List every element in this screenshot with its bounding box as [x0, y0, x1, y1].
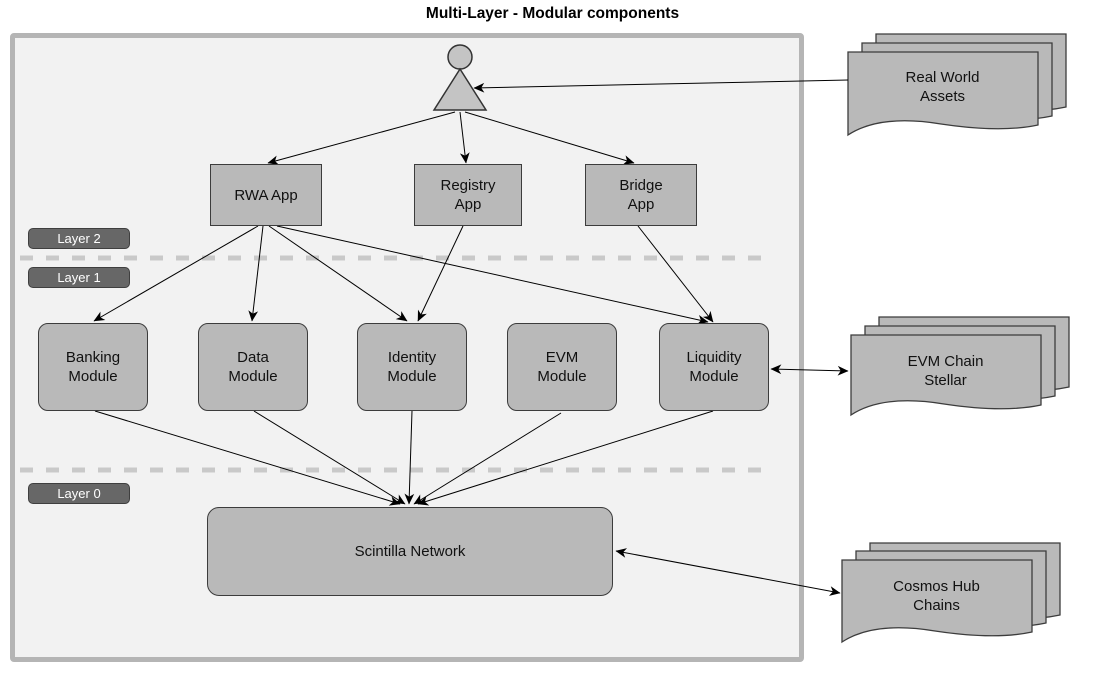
document-stack-evm-chain-stellar	[850, 316, 1070, 417]
edge-assets-actor	[473, 79, 849, 93]
edge-rwa-data	[248, 225, 264, 322]
layer-0-label: Layer 0	[57, 486, 101, 501]
node-scintilla-network: Scintilla Network	[207, 507, 613, 596]
document-stack-real-world-assets	[847, 33, 1067, 137]
node-label: RWA App	[234, 186, 298, 204]
node-liquidity-module: Liquidity Module	[659, 323, 769, 411]
edge-group	[93, 79, 849, 596]
node-label: Liquidity Module	[686, 349, 742, 385]
layer-2-badge: Layer 2	[28, 228, 130, 249]
edge-actor-bridge-app	[464, 111, 635, 165]
edge-liquidity-network	[417, 410, 714, 506]
node-evm-module: EVM Module	[507, 323, 617, 411]
node-label: Data Module	[228, 349, 278, 385]
edge-registry-identity	[417, 225, 464, 322]
node-label: Identity Module	[387, 349, 437, 385]
edge-liquidity-evmchain	[770, 364, 849, 376]
node-label: Banking Module	[65, 349, 121, 385]
edge-rwa-identity	[268, 225, 408, 322]
edge-identity-network	[404, 410, 415, 505]
edge-actor-rwa-app	[267, 111, 456, 165]
node-identity-module: Identity Module	[357, 323, 467, 411]
layer-1-label: Layer 1	[57, 270, 101, 285]
node-registry-app: Registry App	[414, 164, 522, 226]
node-bridge-app: Bridge App	[585, 164, 697, 226]
actor-icon	[432, 44, 488, 111]
edge-rwa-liquidity	[276, 225, 709, 325]
stack-label-cosmos-hub-chains: Cosmos Hub Chains	[893, 578, 980, 614]
stack-label-evm-chain-stellar: EVM Chain Stellar	[907, 353, 984, 389]
page-title: Multi-Layer - Modular components	[425, 5, 680, 22]
edge-bridge-liquidity	[637, 225, 714, 323]
edge-evm-network	[413, 412, 562, 505]
layer-0-badge: Layer 0	[28, 483, 130, 504]
node-banking-module: Banking Module	[38, 323, 148, 411]
layer-2-label: Layer 2	[57, 231, 101, 246]
document-stack-cosmos-hub-chains	[841, 542, 1061, 644]
edge-banking-network	[94, 410, 401, 506]
node-data-module: Data Module	[198, 323, 308, 411]
node-label: EVM Module	[537, 349, 587, 385]
edge-actor-registry-app	[459, 111, 470, 164]
layer-1-badge: Layer 1	[28, 267, 130, 288]
edge-network-cosmos	[615, 548, 841, 596]
node-rwa-app: RWA App	[210, 164, 322, 226]
stack-label-real-world-assets: Real World Assets	[905, 69, 980, 105]
node-label: Registry App	[440, 177, 496, 213]
edge-rwa-banking	[93, 225, 259, 322]
node-label: Scintilla Network	[354, 543, 466, 560]
node-label: Bridge App	[619, 177, 663, 213]
edge-data-network	[253, 410, 406, 505]
